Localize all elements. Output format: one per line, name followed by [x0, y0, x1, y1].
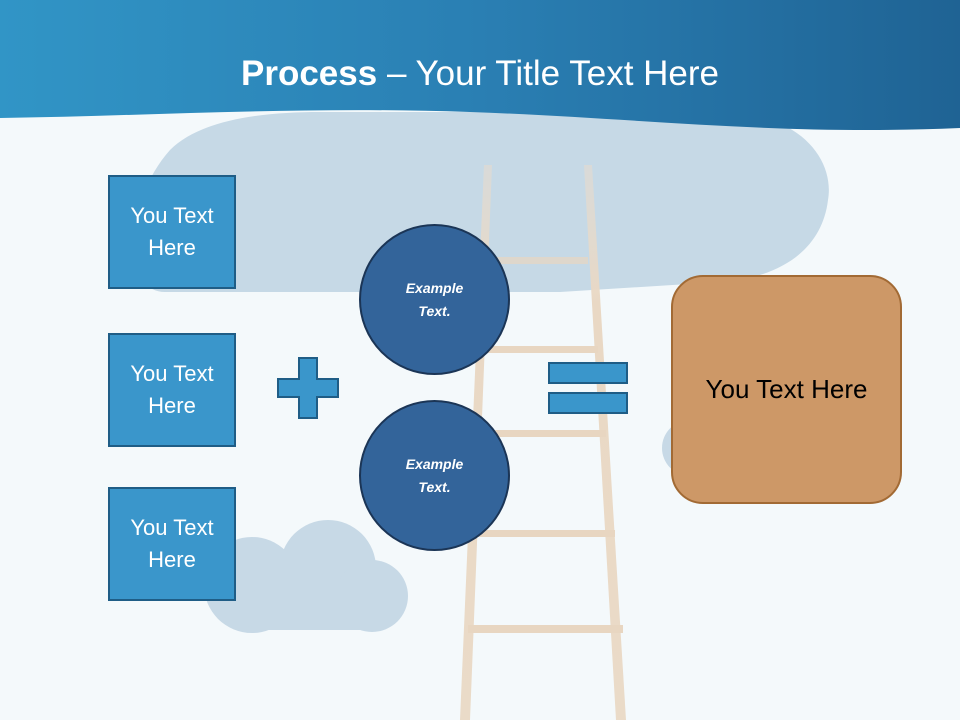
header-band [0, 0, 960, 131]
title-bold: Process [241, 54, 378, 93]
plus-icon [277, 357, 339, 419]
page-title: Process – Your Title Text Here [0, 50, 960, 98]
example-circle-1[interactable]: Example Text. [359, 224, 510, 375]
input-box-1[interactable]: You Text Here [108, 175, 236, 289]
large-cloud [133, 112, 829, 292]
input-box-2[interactable]: You Text Here [108, 333, 236, 447]
result-box[interactable]: You Text Here [671, 275, 902, 504]
input-box-3[interactable]: You Text Here [108, 487, 236, 601]
title-rest: – Your Title Text Here [377, 54, 719, 93]
example-circle-2[interactable]: Example Text. [359, 400, 510, 551]
equals-icon [548, 362, 628, 414]
